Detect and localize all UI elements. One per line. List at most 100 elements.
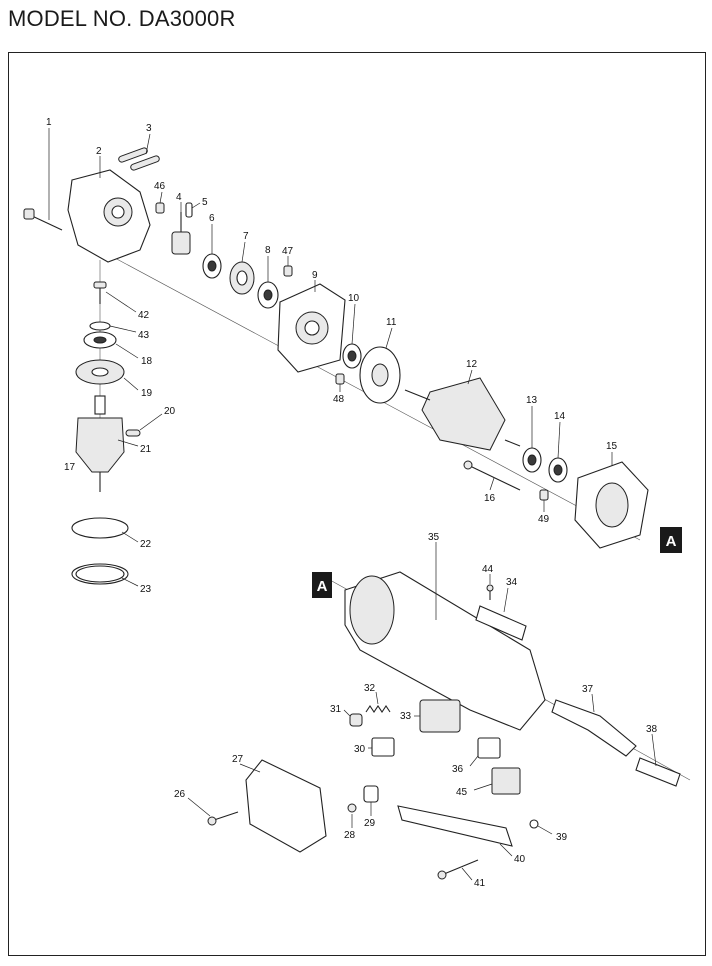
part-36-noise-suppressor bbox=[477, 737, 501, 759]
part-27-rear-cover bbox=[245, 759, 327, 853]
marker-a-left-label: A bbox=[317, 578, 328, 595]
callout-27: 27 bbox=[232, 754, 261, 773]
part-number-18: 18 bbox=[141, 356, 153, 367]
callout-43: 43 bbox=[109, 325, 150, 341]
part-34-plate bbox=[475, 605, 527, 641]
part-16-screw bbox=[463, 460, 521, 491]
diagram-frame bbox=[8, 52, 706, 956]
part-number-29: 29 bbox=[364, 818, 376, 829]
callout-17: 17 bbox=[64, 462, 76, 473]
part-38-cord bbox=[635, 757, 681, 787]
part-33-switch bbox=[419, 699, 461, 733]
part-number-39: 39 bbox=[556, 832, 568, 843]
part-number-34: 34 bbox=[506, 577, 518, 588]
callout-46: 46 bbox=[154, 181, 166, 204]
callout-31: 31 bbox=[330, 704, 351, 717]
part-15-field bbox=[574, 461, 649, 549]
part-number-23: 23 bbox=[140, 584, 152, 595]
callout-12: 12 bbox=[466, 359, 478, 385]
part-9-bearing-box bbox=[277, 283, 346, 373]
part-39-washer bbox=[529, 819, 539, 829]
part-number-6: 6 bbox=[209, 213, 215, 224]
callout-44: 44 bbox=[482, 564, 494, 584]
callout-3: 3 bbox=[145, 123, 152, 155]
callout-10: 10 bbox=[348, 293, 360, 345]
part-41-screw bbox=[437, 859, 479, 880]
callout-11: 11 bbox=[385, 317, 397, 349]
part-28-screw bbox=[347, 803, 357, 813]
part-number-12: 12 bbox=[466, 359, 478, 370]
callout-41: 41 bbox=[461, 867, 486, 889]
part-number-49: 49 bbox=[538, 514, 550, 525]
part-14-bearing bbox=[548, 457, 568, 483]
part-number-14: 14 bbox=[554, 411, 566, 422]
callout-40: 40 bbox=[499, 843, 526, 865]
callout-2: 2 bbox=[96, 146, 102, 178]
part-number-36: 36 bbox=[452, 764, 464, 775]
part-23-ring bbox=[71, 563, 129, 585]
callout-47: 47 bbox=[282, 246, 294, 266]
part-number-41: 41 bbox=[474, 878, 486, 889]
part-35-motor-housing bbox=[344, 571, 546, 731]
part-44-screw bbox=[486, 584, 494, 600]
part-number-1: 1 bbox=[46, 117, 52, 128]
callout-28: 28 bbox=[344, 814, 356, 841]
part-22-ring bbox=[71, 517, 129, 539]
part-number-33: 33 bbox=[400, 711, 412, 722]
part-43-washer bbox=[89, 321, 111, 331]
callout-22: 22 bbox=[121, 531, 152, 550]
part-number-26: 26 bbox=[174, 789, 186, 800]
part-number-8: 8 bbox=[265, 245, 271, 256]
part-number-38: 38 bbox=[646, 724, 658, 735]
callout-38: 38 bbox=[646, 724, 658, 767]
part-number-11: 11 bbox=[386, 317, 397, 328]
part-number-20: 20 bbox=[164, 406, 176, 417]
callout-23: 23 bbox=[121, 577, 152, 595]
part-2-gear-housing bbox=[67, 169, 151, 263]
part-number-32: 32 bbox=[364, 683, 376, 694]
part-5-pin bbox=[185, 202, 193, 218]
callout-42: 42 bbox=[105, 291, 150, 321]
part-number-21: 21 bbox=[140, 444, 152, 455]
part-number-4: 4 bbox=[176, 192, 182, 203]
part-number-48: 48 bbox=[333, 394, 345, 405]
part-32-spring bbox=[365, 705, 391, 713]
part-29-cord-clamp bbox=[363, 785, 379, 803]
marker-a-right-label: A bbox=[666, 533, 677, 550]
part-number-40: 40 bbox=[514, 854, 526, 865]
marker-a-right: A bbox=[660, 527, 682, 553]
callout-26: 26 bbox=[174, 789, 211, 817]
part-45-capacitor bbox=[491, 767, 521, 795]
callout-39: 39 bbox=[537, 825, 568, 843]
callout-45: 45 bbox=[456, 783, 493, 798]
part-number-5: 5 bbox=[202, 197, 208, 208]
part-number-35: 35 bbox=[428, 532, 440, 543]
part-47-pin bbox=[283, 265, 293, 277]
part-49-pin bbox=[539, 489, 549, 501]
callout-37: 37 bbox=[582, 684, 595, 713]
part-4-spindle-gear bbox=[171, 212, 191, 255]
part-8-bearing bbox=[257, 281, 279, 309]
callout-21: 21 bbox=[117, 439, 152, 455]
callout-34: 34 bbox=[503, 577, 518, 613]
part-17-spindle-chuck bbox=[75, 395, 125, 492]
part-40-hook bbox=[397, 805, 513, 847]
part-number-43: 43 bbox=[138, 330, 150, 341]
part-number-7: 7 bbox=[243, 231, 249, 242]
part-number-45: 45 bbox=[456, 787, 468, 798]
callout-18: 18 bbox=[115, 343, 153, 367]
callout-29: 29 bbox=[364, 802, 376, 829]
part-number-46: 46 bbox=[154, 181, 166, 192]
callout-20: 20 bbox=[139, 406, 176, 431]
callout-15: 15 bbox=[606, 441, 618, 466]
callout-6: 6 bbox=[209, 213, 215, 254]
part-number-27: 27 bbox=[232, 754, 244, 765]
marker-a-left: A bbox=[312, 572, 332, 598]
part-number-16: 16 bbox=[484, 493, 496, 504]
callout-5: 5 bbox=[191, 197, 208, 209]
callout-4: 4 bbox=[176, 192, 182, 212]
callout-19: 19 bbox=[123, 377, 153, 399]
part-11-baffle-plate bbox=[359, 346, 401, 404]
part-6-bearing bbox=[202, 253, 222, 279]
